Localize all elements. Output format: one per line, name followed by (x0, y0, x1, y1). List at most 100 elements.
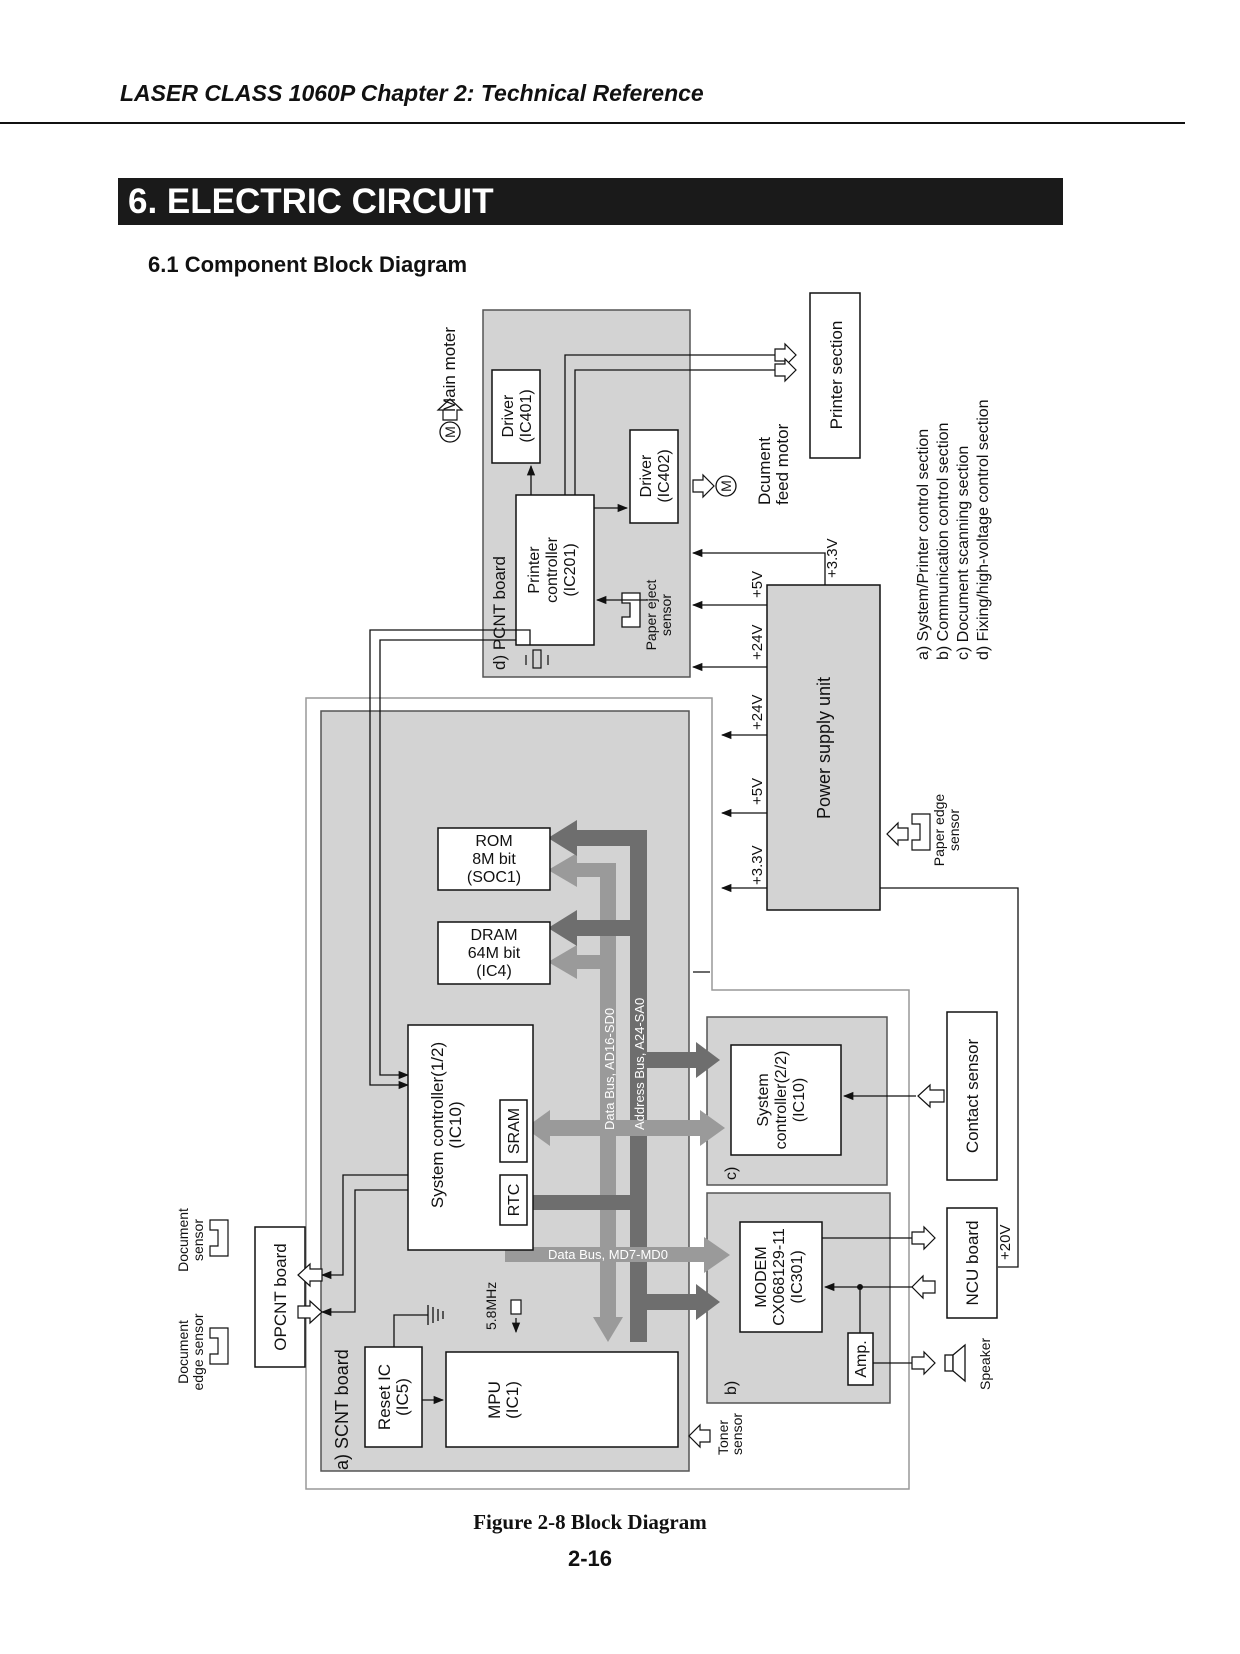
main-motor-icon: M (439, 421, 461, 443)
opcnt-arrows (297, 1262, 323, 1325)
svg-text:b) Communication control secti: b) Communication control section (935, 423, 952, 660)
speaker-icon (944, 1343, 966, 1383)
svg-text:+5V: +5V (749, 778, 766, 805)
svg-text:System: System (755, 1073, 772, 1126)
svg-text:MPU: MPU (485, 1381, 504, 1419)
opcnt-board-box (254, 1226, 306, 1368)
contact-sensor-box (946, 1011, 998, 1181)
svg-text:Paper edge: Paper edge (931, 794, 947, 867)
paper-edge-sensor-icon (886, 813, 931, 851)
speaker-label: Speaker (977, 1338, 993, 1390)
svg-text:d) Fixing/high-voltage control: d) Fixing/high-voltage control section (975, 399, 992, 660)
printer-controller-label: Printer controller (IC201) (526, 536, 579, 602)
driver-ic401-box (491, 369, 541, 464)
svg-text:Dcument: Dcument (755, 437, 774, 505)
opcnt-board-label: OPCNT board (271, 1243, 290, 1350)
doc-feed-motor-icon: M (715, 475, 737, 497)
svg-text:M: M (442, 426, 458, 438)
svg-text:DRAM: DRAM (470, 927, 517, 944)
voltage-labels: +3.3V +5V +24V +24V +5V +3.3V +20V (749, 538, 1014, 1260)
svg-text:(SOC1): (SOC1) (467, 869, 521, 886)
doc-feed-motor-label: Dcument feed motor (755, 423, 792, 505)
figure-caption: Figure 2-8 Block Diagram (473, 1510, 707, 1534)
subsection-title: 6.1 Component Block Diagram (148, 252, 468, 277)
sram-box (499, 1099, 528, 1163)
svg-text:sensor: sensor (946, 809, 962, 851)
modem-box (739, 1221, 823, 1333)
svg-text:Reset IC: Reset IC (375, 1364, 394, 1430)
svg-text:Printer: Printer (526, 546, 543, 594)
section-legend: a) System/Printer control section b) Com… (915, 399, 992, 660)
mpu-label: MPU (IC1) (485, 1381, 522, 1419)
sram-bus (525, 1110, 725, 1146)
svg-text:+3.3V: +3.3V (749, 845, 766, 885)
section-title: 6. ELECTRIC CIRCUIT (128, 182, 494, 221)
toner-sensor-arrow (688, 1423, 711, 1449)
svg-text:(IC5): (IC5) (393, 1378, 412, 1416)
svg-text:M: M (718, 480, 734, 492)
power-supply-label: Power supply unit (814, 677, 834, 819)
section-c-label: c) (723, 1167, 740, 1180)
address-bus-label: Address Bus, A24-SA0 (632, 998, 647, 1130)
svg-text:a) System/Printer control sect: a) System/Printer control section (915, 429, 932, 660)
svg-text:edge sensor: edge sensor (190, 1313, 206, 1390)
pcnt-board-label: d) PCNT board (490, 556, 509, 670)
crystal-icon-pcnt (525, 649, 549, 669)
svg-text:(IC301): (IC301) (789, 1250, 806, 1303)
toner-sensor-label: Toner sensor (715, 1413, 745, 1455)
main-motor-label: Main moter (440, 327, 459, 412)
crystal-label: 5.8MHz (483, 1282, 499, 1330)
svg-text:+24V: +24V (749, 625, 766, 660)
scnt-connections (320, 1174, 521, 1405)
svg-text:sensor: sensor (190, 1219, 206, 1261)
svg-text:controller: controller (544, 536, 561, 602)
svg-text:feed motor: feed motor (773, 423, 792, 505)
svg-text:sensor: sensor (729, 1413, 745, 1455)
rom-box (437, 827, 551, 891)
svg-text:Document: Document (175, 1208, 191, 1272)
svg-text:CX068129-11: CX068129-11 (771, 1228, 788, 1326)
svg-text:(IC10): (IC10) (446, 1101, 465, 1148)
driver-ic402-label: Driver (IC402) (638, 449, 673, 502)
printer-controller-box (515, 494, 595, 646)
address-bus-a24 (530, 820, 720, 1342)
amp-label: Amp. (853, 1340, 870, 1377)
system-controller-2-box (730, 1044, 842, 1156)
svg-text:+20V: +20V (997, 1225, 1014, 1260)
svg-text:Document: Document (175, 1320, 191, 1384)
svg-text:(IC401): (IC401) (518, 389, 535, 442)
header-rule (0, 122, 1185, 124)
document-sensor-icon (209, 1219, 229, 1257)
svg-text:(IC10): (IC10) (791, 1078, 808, 1122)
document-sensor-label: Document sensor (175, 1208, 206, 1272)
system-controller-1-label: System controller(1/2) (IC10) (428, 1042, 465, 1208)
svg-text:Paper eject: Paper eject (643, 579, 659, 650)
document-edge-sensor-label: Document edge sensor (175, 1313, 206, 1390)
outer-frame (305, 697, 910, 1490)
svg-text:Driver: Driver (500, 394, 517, 437)
modem-label: MODEM CX068129-11 (IC301) (753, 1228, 806, 1326)
rtc-box (499, 1174, 528, 1226)
mpu-box (445, 1351, 679, 1448)
driver-ic402-box (629, 429, 679, 524)
sram-label: SRAM (506, 1108, 523, 1154)
contact-sensor-label: Contact sensor (963, 1038, 982, 1153)
svg-text:ROM: ROM (475, 833, 512, 850)
ncu-arrows (911, 1225, 936, 1376)
svg-text:+24V: +24V (749, 695, 766, 730)
power-supply-box (766, 584, 881, 911)
svg-text:controller(2/2): controller(2/2) (773, 1051, 790, 1150)
svg-text:8M bit: 8M bit (472, 851, 516, 868)
printer-section-label: Printer section (827, 321, 846, 430)
svg-text:(IC201): (IC201) (562, 543, 579, 596)
svg-text:+5V: +5V (749, 571, 766, 598)
section-banner: 6. ELECTRIC CIRCUIT (118, 178, 1063, 225)
rtc-label: RTC (506, 1184, 523, 1217)
svg-text:c) Document scanning section: c) Document scanning section (955, 446, 972, 660)
paper-eject-sensor-icon (621, 592, 641, 628)
svg-text:+3.3V: +3.3V (824, 538, 841, 578)
hollow-arrows (436, 342, 797, 499)
document-edge-sensor-icon (209, 1327, 229, 1365)
contact-sensor-arrow (842, 1083, 945, 1109)
